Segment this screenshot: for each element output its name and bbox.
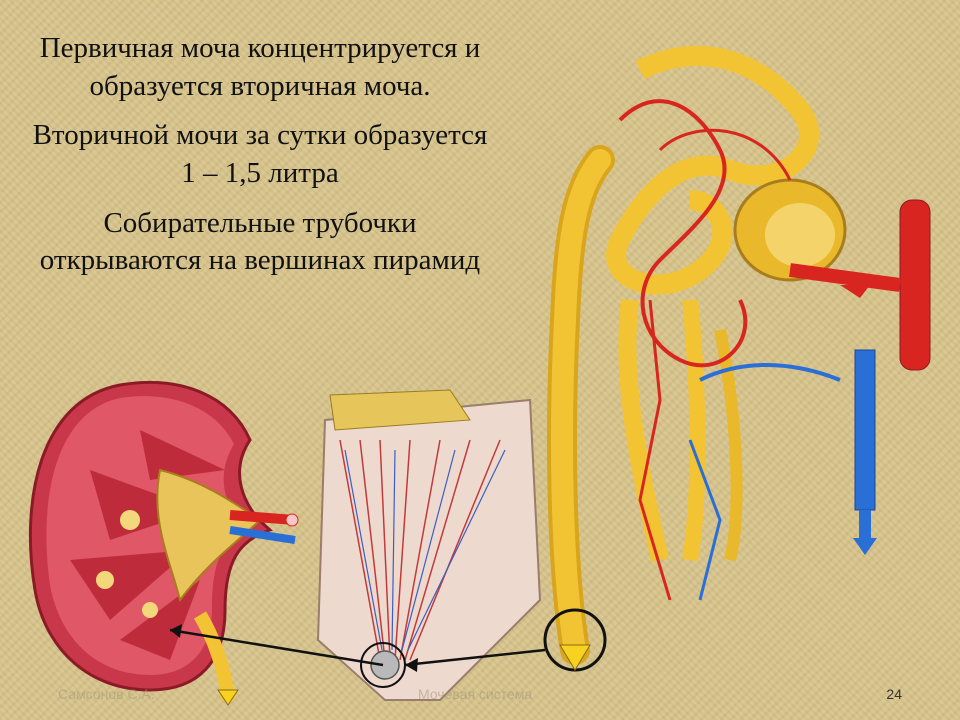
page-number: 24: [886, 686, 902, 702]
paragraph-secondary-urine-volume: Вторичной мочи за сутки образуется 1 – 1…: [32, 119, 488, 190]
connector-arrows: [169, 624, 546, 672]
text-block: Первичная моча концентрируется и образуе…: [30, 30, 490, 292]
kidney-section-illustration: [28, 380, 299, 706]
paragraph-primary-urine: Первичная моча концентрируется и образуе…: [39, 32, 481, 102]
footer-course: Мочевая система: [418, 686, 533, 702]
medulla-detail-illustration: [316, 389, 542, 701]
nephron-illustration: [543, 46, 931, 672]
paragraph-collecting-ducts: Собирательные трубочки открываются на ве…: [39, 206, 481, 277]
footer-author: Самсонов С.А.: [58, 686, 155, 702]
